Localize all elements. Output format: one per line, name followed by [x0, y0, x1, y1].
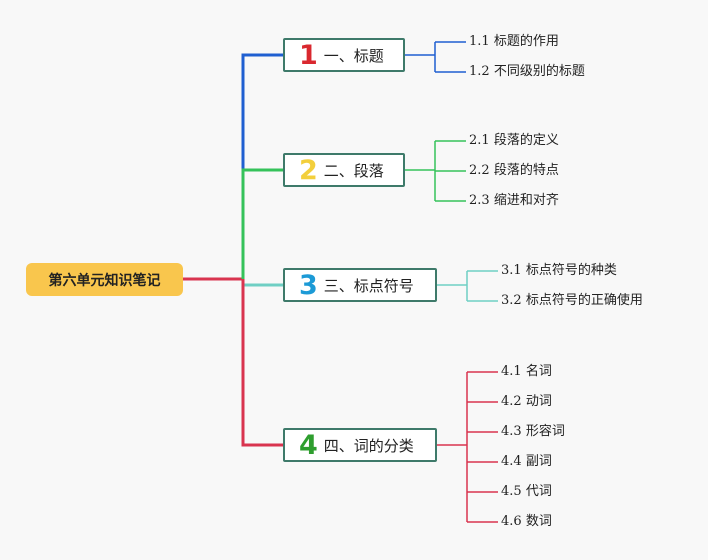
- leaf-text: 段落的特点: [493, 163, 559, 178]
- branch-number-1: 1: [299, 39, 318, 71]
- leaf-number: 1.1: [469, 34, 490, 49]
- branch-connector-4: [241, 279, 283, 447]
- root-node[interactable]: 第六单元知识笔记: [26, 263, 183, 296]
- leaf-4-6[interactable]: 4.6 数词: [501, 514, 552, 530]
- leaf-number: 2.1: [469, 133, 490, 148]
- branch-connector-1: [241, 53, 283, 279]
- leaf-4-5[interactable]: 4.5 代词: [501, 484, 552, 500]
- leaf-2-3[interactable]: 2.3 缩进和对齐: [469, 193, 559, 209]
- branch-node-2[interactable]: 2 二、段落: [283, 153, 405, 187]
- branch-connector-2: [241, 168, 283, 279]
- leaf-number: 1.2: [469, 64, 490, 79]
- leaf-3-1[interactable]: 3.1 标点符号的种类: [501, 263, 617, 279]
- leaf-number: 3.2: [501, 293, 522, 308]
- branch-node-1[interactable]: 1 一、标题: [283, 38, 405, 72]
- leaf-4-1[interactable]: 4.1 名词: [501, 364, 552, 380]
- branch-label-3: 三、标点符号: [323, 276, 414, 295]
- branch-label-2: 二、段落: [323, 161, 384, 180]
- leaf-text: 段落的定义: [493, 133, 559, 148]
- leaf-text: 标点符号的正确使用: [525, 293, 643, 308]
- leaf-number: 4.5: [501, 484, 522, 499]
- leaf-3-2[interactable]: 3.2 标点符号的正确使用: [501, 293, 643, 309]
- leaf-text: 标题的作用: [493, 34, 559, 49]
- branch-number-3: 3: [299, 269, 318, 301]
- leaf-text: 不同级别的标题: [493, 64, 585, 79]
- branch-number-4: 4: [299, 429, 318, 461]
- branch-number-2: 2: [299, 154, 318, 186]
- branch-label-4: 四、词的分类: [323, 436, 414, 455]
- leaf-text: 代词: [525, 484, 552, 499]
- leaf-number: 2.3: [469, 193, 490, 208]
- leaf-4-2[interactable]: 4.2 动词: [501, 394, 552, 410]
- leaf-4-3[interactable]: 4.3 形容词: [501, 424, 565, 440]
- branch-label-1: 一、标题: [323, 46, 384, 65]
- root-label: 第六单元知识笔记: [48, 272, 161, 289]
- leaf-text: 形容词: [525, 424, 565, 439]
- branch-connector-3: [241, 279, 283, 287]
- leaf-text: 缩进和对齐: [493, 193, 559, 208]
- leaf-4-4[interactable]: 4.4 副词: [501, 454, 552, 470]
- leaf-text: 动词: [525, 394, 552, 409]
- leaf-number: 2.2: [469, 163, 490, 178]
- leaf-text: 标点符号的种类: [525, 263, 617, 278]
- leaf-number: 3.1: [501, 263, 522, 278]
- branch-node-4[interactable]: 4 四、词的分类: [283, 428, 437, 462]
- leaf-text: 数词: [525, 514, 552, 529]
- leaf-1-1[interactable]: 1.1 标题的作用: [469, 34, 559, 50]
- leaf-number: 4.6: [501, 514, 522, 529]
- leaf-1-2[interactable]: 1.2 不同级别的标题: [469, 64, 585, 80]
- leaf-number: 4.2: [501, 394, 522, 409]
- leaf-2-2[interactable]: 2.2 段落的特点: [469, 163, 559, 179]
- leaf-text: 副词: [525, 454, 552, 469]
- leaf-2-1[interactable]: 2.1 段落的定义: [469, 133, 559, 149]
- branch-node-3[interactable]: 3 三、标点符号: [283, 268, 437, 302]
- leaf-text: 名词: [525, 364, 552, 379]
- leaf-number: 4.3: [501, 424, 522, 439]
- leaf-number: 4.4: [501, 454, 522, 469]
- leaf-number: 4.1: [501, 364, 522, 379]
